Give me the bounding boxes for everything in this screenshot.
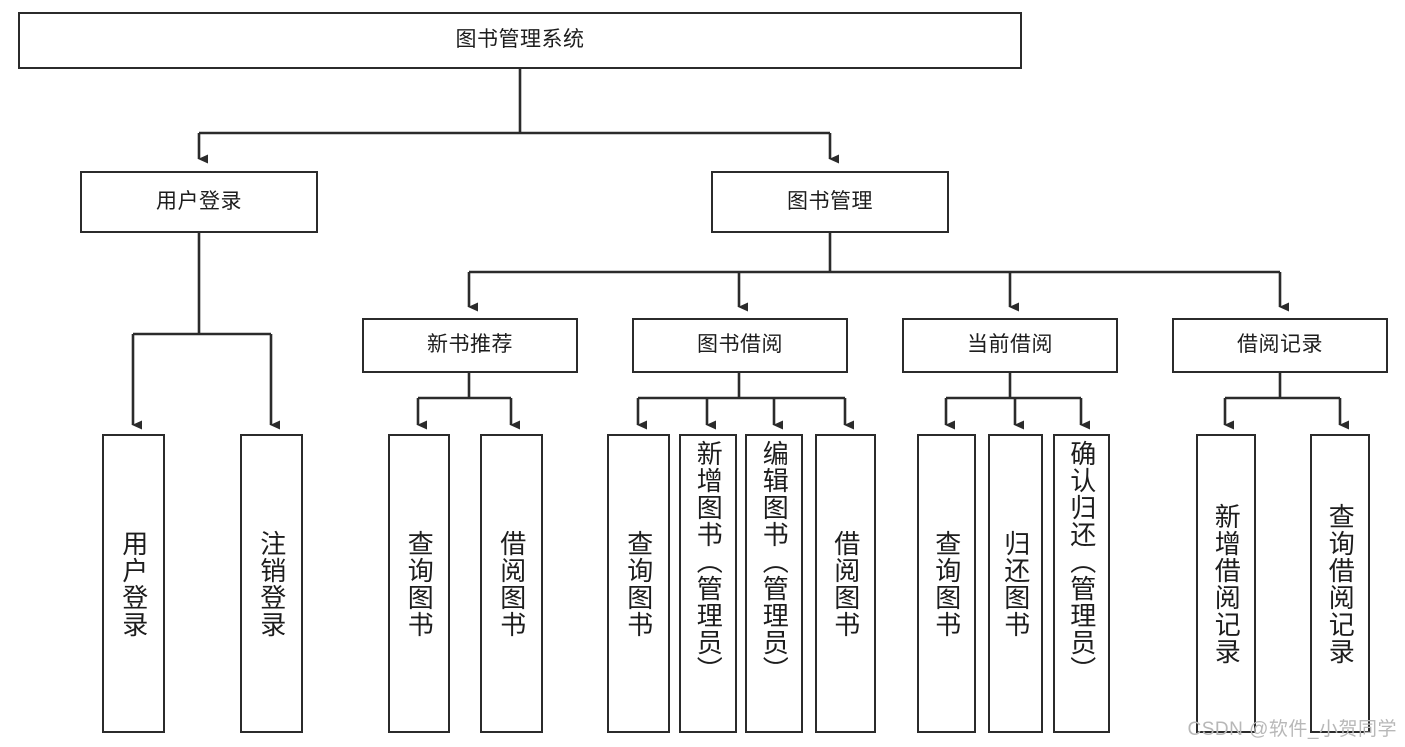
leaf-cb-confirm-return-admin[interactable]: 确认归还（管理员） — [1053, 434, 1110, 733]
leaf-cb-query-book[interactable]: 查询图书 — [917, 434, 976, 733]
node-label: 图书借阅 — [697, 333, 783, 357]
leaf-logout[interactable]: 注销登录 — [240, 434, 303, 733]
node-book-borrow[interactable]: 图书借阅 — [632, 318, 848, 373]
node-user-login[interactable]: 用户登录 — [80, 171, 318, 233]
leaf-nb-query-book[interactable]: 查询图书 — [388, 434, 450, 733]
node-label: 新增借阅记录 — [1211, 502, 1242, 665]
node-label: 归还图书 — [1000, 529, 1031, 638]
leaf-bb-add-book-admin[interactable]: 新增图书（管理员） — [679, 434, 737, 733]
node-label: 借阅图书 — [496, 529, 527, 638]
csdn-watermark: CSDN @软件_小贺同学 — [1187, 719, 1397, 740]
leaf-nb-borrow-book[interactable]: 借阅图书 — [480, 434, 543, 733]
leaf-bb-borrow-book[interactable]: 借阅图书 — [815, 434, 876, 733]
leaf-br-add-record[interactable]: 新增借阅记录 — [1196, 434, 1256, 733]
node-root-book-management-system[interactable]: 图书管理系统 — [18, 12, 1022, 69]
node-label: 新增图书（管理员） — [693, 440, 724, 683]
leaf-cb-return-book[interactable]: 归还图书 — [988, 434, 1043, 733]
node-label: 图书管理系统 — [455, 28, 585, 52]
node-label: 新书推荐 — [427, 333, 513, 357]
node-label: 查询图书 — [404, 529, 435, 638]
leaf-bb-query-book[interactable]: 查询图书 — [607, 434, 670, 733]
node-new-book-recommend[interactable]: 新书推荐 — [362, 318, 578, 373]
leaf-br-query-record[interactable]: 查询借阅记录 — [1310, 434, 1370, 733]
node-label: 查询图书 — [931, 529, 962, 638]
node-label: 用户登录 — [118, 529, 149, 638]
node-borrow-record[interactable]: 借阅记录 — [1172, 318, 1388, 373]
node-label: 注销登录 — [256, 529, 287, 638]
node-label: 借阅记录 — [1237, 333, 1323, 357]
node-book-management[interactable]: 图书管理 — [711, 171, 949, 233]
node-label: 图书管理 — [787, 189, 873, 213]
node-label: 借阅图书 — [830, 529, 861, 638]
node-label: 查询图书 — [623, 529, 654, 638]
node-label: 当前借阅 — [967, 333, 1053, 357]
node-label: 编辑图书（管理员） — [759, 440, 790, 683]
node-current-borrow[interactable]: 当前借阅 — [902, 318, 1118, 373]
node-label: 确认归还（管理员） — [1066, 440, 1097, 683]
leaf-bb-edit-book-admin[interactable]: 编辑图书（管理员） — [745, 434, 803, 733]
leaf-user-login[interactable]: 用户登录 — [102, 434, 165, 733]
node-label: 用户登录 — [156, 189, 242, 213]
node-label: 查询借阅记录 — [1325, 502, 1356, 665]
